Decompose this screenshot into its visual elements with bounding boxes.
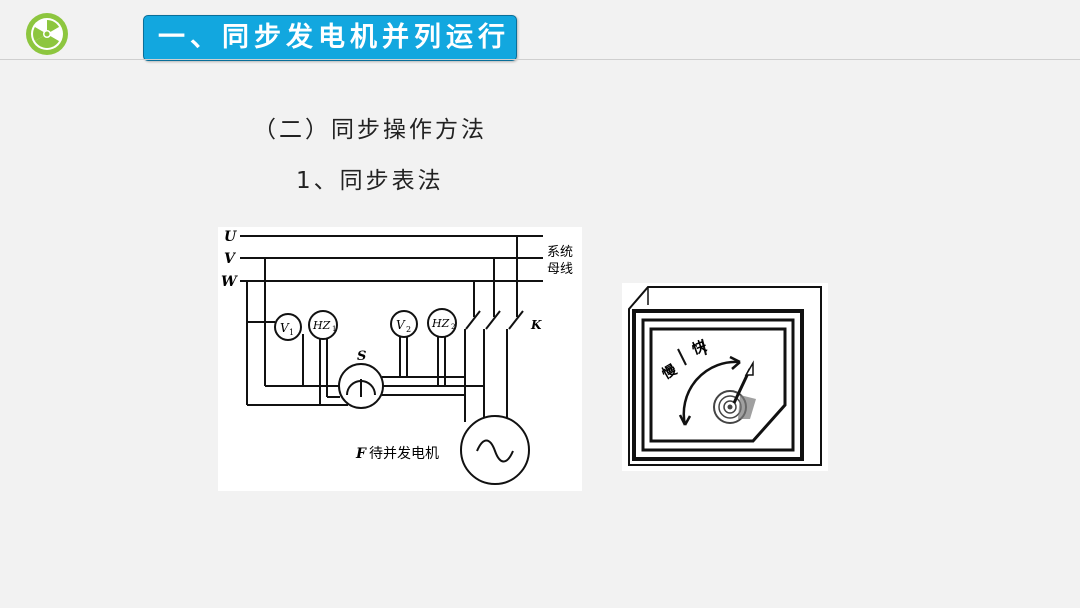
frequency-meter-2-icon (427, 308, 457, 338)
bus-note-line-2: 母线 (547, 262, 573, 277)
voltmeter-2-subscript: 2 (406, 325, 411, 334)
bus-note-line-1: 系统 (547, 245, 573, 260)
step-heading: 1、同步表法 (296, 168, 444, 194)
frequency-meter-1-subscript: 1 (332, 325, 336, 333)
frequency-meter-1-icon (308, 310, 338, 340)
switch-label: K (530, 318, 542, 332)
radiation-icon (26, 13, 68, 55)
ac-wave-icon (476, 439, 514, 463)
bus-label-u: U (224, 229, 237, 245)
synchronization-circuit-diagram: V 1 HZ 1 V 2 HZ 2 S U V W 系统 母线 K F 待并发电… (218, 227, 582, 491)
voltmeter-1-label: V (280, 321, 290, 335)
header-divider (0, 59, 1080, 60)
bus-label-w: W (221, 274, 238, 290)
frequency-meter-2-subscript: 2 (451, 323, 455, 331)
voltmeter-1-icon (274, 313, 302, 341)
frequency-meter-2-label: HZ (431, 317, 450, 330)
voltmeter-2-label: V (396, 318, 406, 332)
frequency-meter-1-label: HZ (312, 319, 331, 332)
voltmeter-2-icon (390, 310, 418, 338)
bus-label-v: V (224, 251, 237, 267)
generator-symbol: F (355, 446, 367, 462)
generator-caption: 待并发电机 (369, 446, 439, 462)
page-title: 一、同步发电机并列运行 (143, 15, 517, 61)
fast-label: 快 (690, 337, 710, 358)
section-subtitle: （二）同步操作方法 (253, 117, 487, 143)
synchroscope-label: S (357, 349, 366, 364)
synchroscope-instrument: 慢 快 (622, 283, 828, 471)
voltmeter-1-subscript: 1 (289, 328, 294, 337)
